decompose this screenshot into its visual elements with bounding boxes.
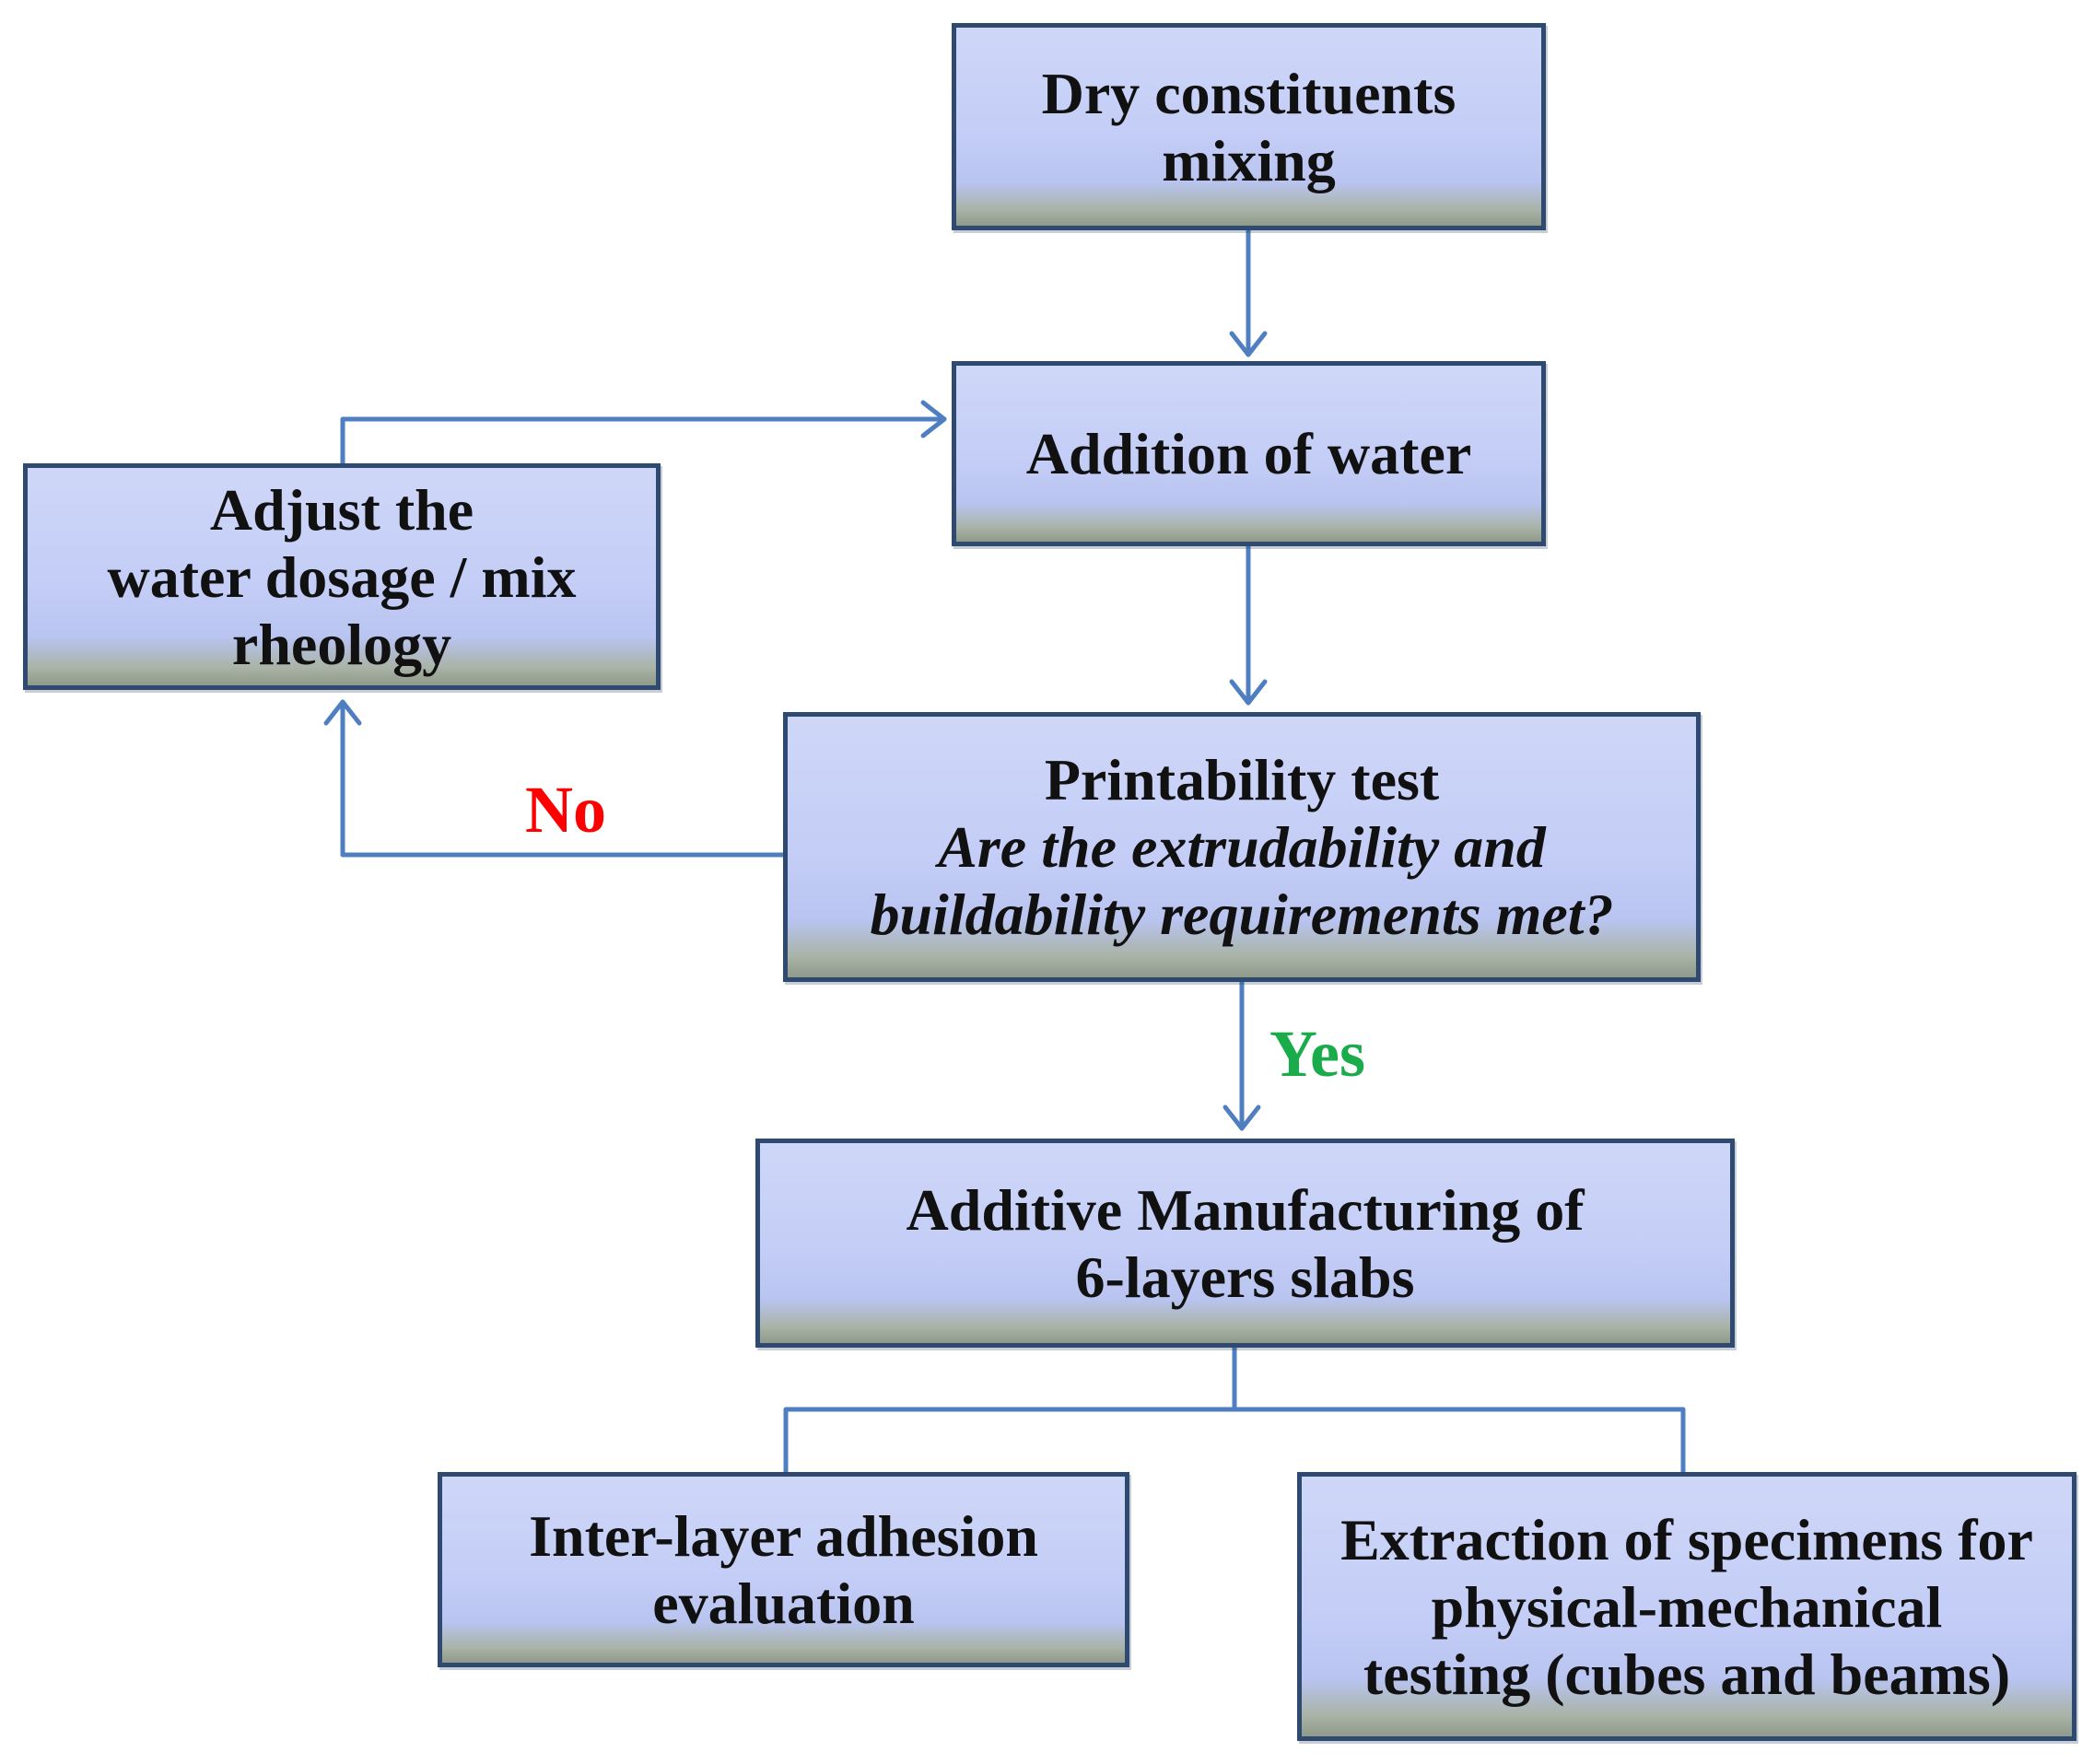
arrow-no-branch: [340, 699, 786, 858]
interlayer-line-2: evaluation: [652, 1571, 915, 1636]
additive-manufacturing-line-2: 6-layers slabs: [1075, 1244, 1415, 1310]
printability-title: Printability test: [1044, 747, 1440, 812]
interlayer-adhesion-box: Inter-layer adhesion evaluation: [438, 1472, 1129, 1667]
addition-of-water-label: Addition of water: [1025, 421, 1472, 486]
extraction-line-1: Extraction of specimens for: [1340, 1506, 2033, 1572]
split-connector: [783, 1345, 1686, 1475]
arrowhead-water-to-printability: [1229, 679, 1268, 706]
no-label: No: [525, 773, 606, 847]
arrowhead-adjust-to-water: [920, 400, 947, 438]
printability-test-box: Printability test Are the extrudability …: [783, 712, 1701, 982]
printability-question-line-1: Are the extrudability and: [938, 814, 1546, 880]
arrow-adjust-to-water: [340, 416, 947, 466]
extraction-line-3: testing (cubes and beams): [1363, 1641, 2011, 1707]
addition-of-water-box: Addition of water: [952, 361, 1546, 546]
dry-mixing-line-2: mixing: [1162, 127, 1336, 193]
additive-manufacturing-line-1: Additive Manufacturing of: [906, 1176, 1585, 1243]
extraction-specimens-box: Extraction of specimens for physical-mec…: [1297, 1472, 2076, 1741]
adjust-water-line-1: Adjust the: [209, 476, 474, 543]
additive-manufacturing-box: Additive Manufacturing of 6-layers slabs: [755, 1139, 1735, 1348]
arrowhead-dry-to-water: [1229, 331, 1268, 357]
arrowhead-yes-branch: [1222, 1104, 1261, 1131]
adjust-water-box: Adjust the water dosage / mix rheology: [23, 463, 661, 690]
interlayer-line-1: Inter-layer adhesion: [529, 1503, 1038, 1569]
adjust-water-line-2: water dosage / mix: [107, 543, 577, 610]
dry-mixing-line-1: Dry constituents: [1041, 60, 1456, 126]
yes-label: Yes: [1269, 1017, 1365, 1091]
arrowhead-no-branch: [323, 699, 362, 726]
printability-question-line-2: buildability requirements met?: [870, 882, 1614, 947]
adjust-water-line-3: rheology: [231, 611, 452, 677]
extraction-line-2: physical-mechanical: [1431, 1573, 1943, 1640]
dry-mixing-box: Dry constituents mixing: [952, 23, 1546, 230]
